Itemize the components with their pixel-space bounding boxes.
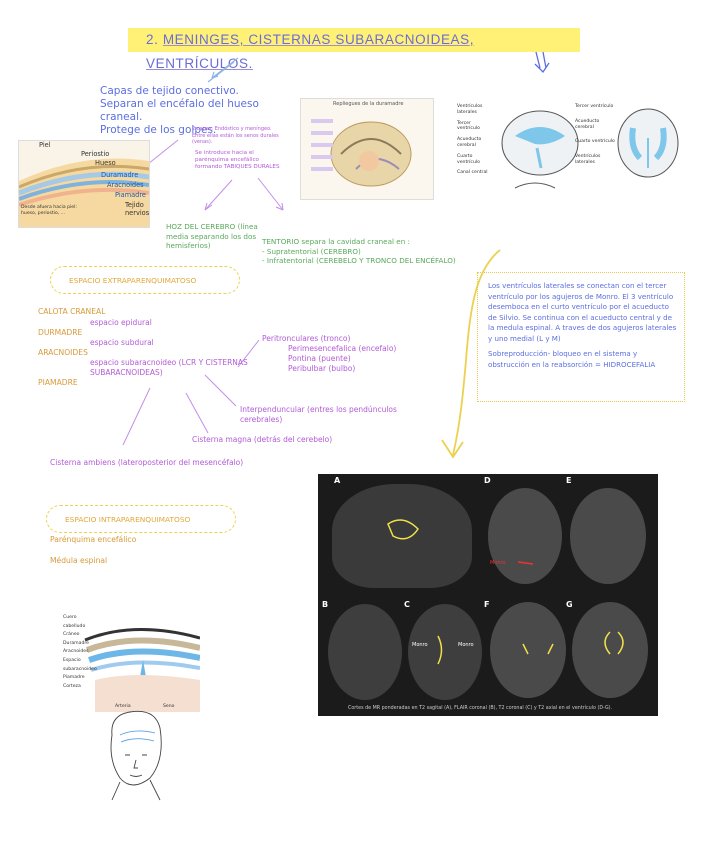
aracnoides-label: ARACNOIDES [38,348,88,357]
intraparenchymal-pill: ESPACIO INTRAPARENQUIMATOSO [46,505,236,533]
calota-label: CALOTA CRANEAL [38,307,106,316]
dural-folds-image: Repliegues de la duramadre [300,98,434,200]
page-title: 2. MENINGES, CISTERNAS SUBARACNOIDEAS, V… [128,28,580,71]
dural-folds-note: Se introduce hacia el parénquima encefál… [195,150,280,170]
intro-text: Capas de tejido conectivo. Separan el en… [100,85,259,136]
ventricle-labels-right: Tercer ventrículo Acueducto cerebral Cua… [575,104,615,165]
subdural-label: espacio subdural [90,338,154,347]
medula-label: Médula espinal [50,556,108,565]
extraparenchymal-pill: ESPACIO EXTRAPARENQUIMATOSO [50,266,240,294]
cisterna-ambiens: Cisterna ambiens (lateroposterior del me… [50,458,244,467]
dura-layers-note: 2 capas: Endóstico y meníngeo. Entre ell… [192,126,279,146]
duramadre-label: DURMADRE [38,328,83,337]
bottom-layer-labels: Cuero cabelludo Cráneo Duramadre Aracnoi… [63,615,97,689]
ventricles-box: Los ventrículos laterales se conectan co… [477,272,685,402]
meninges-layers-image: Piel Periostio Hueso Duramadre Aracnoide… [18,140,150,228]
cisterna-magna: Cisterna magna (detrás del cerebelo) [192,435,333,444]
title-cisternas: , CISTERNAS SUBARACNOIDEAS [239,32,470,47]
subarachnoid-label: espacio subaracnoideo (LCR Y CISTERNAS S… [90,358,248,377]
piamadre-label: PIAMADRE [38,378,78,387]
ventricles-image: Ventrículos laterales Tercer ventrículo … [455,98,685,204]
tentorio-text: TENTORIO separa la cavidad craneal en : … [262,237,456,265]
title-meninges: MENINGES [162,32,240,47]
hoz-del-cerebro: HOZ DEL CEREBRO (línea media separando l… [166,222,258,250]
epidural-label: espacio epidural [90,318,152,327]
meninges-crosssection-image: Cuero cabelludo Cráneo Duramadre Aracnoi… [55,610,200,712]
peritroncular-cisterns: Peritronculares (tronco) Perimesencefali… [262,334,397,373]
interpeduncular-cistern: Interpenduncular (entres los pendúnculos… [240,405,397,424]
parenquima-label: Parénquima encefálico [50,535,137,544]
ventricle-labels-left: Ventrículos laterales Tercer ventrículo … [457,104,488,176]
mri-figure: A B C D E F G Monro Monro Monro Cortes d… [318,474,658,716]
